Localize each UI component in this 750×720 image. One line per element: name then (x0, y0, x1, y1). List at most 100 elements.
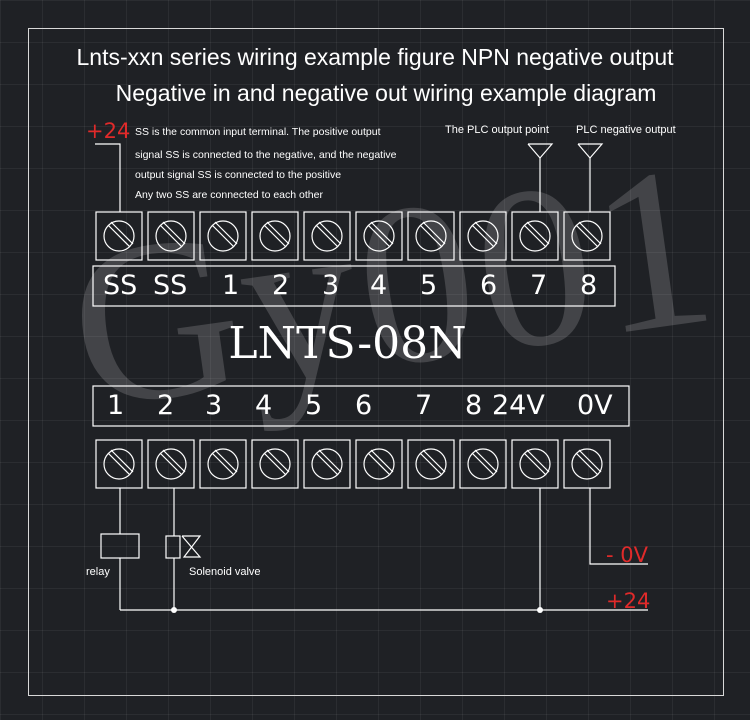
screw-slot (318, 221, 342, 245)
terminal-block (511, 211, 559, 261)
top-terminal-label: 6 (480, 270, 498, 301)
screw-slot (214, 221, 238, 245)
bottom-terminal-label: 0V (577, 390, 613, 421)
terminal-block (303, 211, 351, 261)
screw-icon (467, 448, 499, 480)
top-terminal-label: 7 (530, 270, 548, 301)
terminal-block (459, 211, 507, 261)
top-terminal-label: 1 (222, 270, 240, 301)
screw-icon (415, 220, 447, 252)
bottom-terminal-label: 7 (415, 390, 433, 421)
solenoid-valve-label: Solenoid valve (189, 566, 261, 578)
screw-icon (519, 220, 551, 252)
screw-icon (467, 220, 499, 252)
supply-top-wire (95, 143, 121, 212)
terminal-block (95, 211, 143, 261)
screw-icon (155, 220, 187, 252)
title-line-1: Lnts-xxn series wiring example figure NP… (76, 44, 674, 70)
screw-slot (578, 449, 602, 473)
screw-slot (370, 449, 394, 473)
terminal-block (95, 439, 143, 489)
minus-0v-label: - 0V (606, 543, 648, 567)
bottom-terminal-label: 5 (305, 390, 323, 421)
screw-icon (571, 448, 603, 480)
screw-slot (159, 452, 183, 476)
terminal-block (199, 439, 247, 489)
terminal-block (459, 439, 507, 489)
screw-slot (526, 221, 550, 245)
bottom-terminal-label: 8 (465, 390, 483, 421)
screw-slot (315, 452, 339, 476)
bottom-terminal-label: 4 (255, 390, 273, 421)
title-line-2: Negative in and negative out wiring exam… (115, 80, 657, 106)
screw-slot (107, 224, 131, 248)
screw-slot (110, 221, 134, 245)
junction-dot (171, 607, 177, 613)
outer-frame (28, 28, 724, 696)
bottom-terminal-label: 6 (355, 390, 373, 421)
screw-slot (523, 452, 547, 476)
top-terminal-label: 3 (322, 270, 340, 301)
screw-slot (318, 449, 342, 473)
screw-slot (474, 449, 498, 473)
screw-slot (107, 452, 131, 476)
screw-slot (263, 224, 287, 248)
plus-24-label: +24 (606, 589, 651, 613)
screw-icon (207, 220, 239, 252)
screw-slot (266, 449, 290, 473)
terminal-block (511, 439, 559, 489)
plc-negative-antenna (577, 143, 604, 159)
screw-slot (162, 221, 186, 245)
screw-slot (422, 221, 446, 245)
screw-icon (363, 220, 395, 252)
top-terminal-label: 4 (370, 270, 388, 301)
terminal-block (147, 439, 195, 489)
screw-icon (571, 220, 603, 252)
solenoid-coil (165, 535, 181, 559)
note-line-2: signal SS is connected to the negative, … (135, 149, 397, 161)
top-label-strip (92, 265, 616, 307)
bottom-terminal-label: 24V (492, 390, 545, 421)
terminal-block (147, 211, 195, 261)
bottom-terminal-label: 3 (205, 390, 223, 421)
note-line-3: output signal SS is connected to the pos… (135, 169, 342, 181)
screw-slot (578, 221, 602, 245)
solenoid-valve-icon (181, 535, 202, 558)
screw-icon (519, 448, 551, 480)
terminal-block (407, 211, 455, 261)
terminal-block (563, 439, 611, 489)
note-line-4: Any two SS are connected to each other (135, 189, 323, 201)
screw-slot (263, 452, 287, 476)
top-terminal-label: 2 (272, 270, 290, 301)
screw-icon (363, 448, 395, 480)
screw-slot (110, 449, 134, 473)
top-terminal-label: SS (103, 270, 138, 301)
screw-icon (155, 448, 187, 480)
screw-icon (207, 448, 239, 480)
screw-slot (211, 452, 235, 476)
screw-icon (311, 220, 343, 252)
bottom-label-strip (92, 385, 630, 427)
screw-icon (311, 448, 343, 480)
screw-slot (523, 224, 547, 248)
top-terminal-label: 8 (580, 270, 598, 301)
note-line-1: SS is the common input terminal. The pos… (135, 126, 381, 138)
screw-slot (211, 224, 235, 248)
terminal-block (303, 439, 351, 489)
screw-icon (103, 220, 135, 252)
top-screw-terminal-row (95, 211, 611, 261)
screw-slot (575, 452, 599, 476)
terminal-block (251, 211, 299, 261)
model-label: LNTS-08N (228, 318, 467, 369)
screw-icon (415, 448, 447, 480)
terminal-block (355, 439, 403, 489)
minus0v-wire (589, 488, 648, 565)
plc-negative-label: PLC negative output (576, 124, 676, 136)
screw-slot (471, 224, 495, 248)
screw-slot (419, 224, 443, 248)
relay-coil (100, 533, 140, 559)
top-terminal-label: 5 (420, 270, 438, 301)
screw-slot (471, 452, 495, 476)
